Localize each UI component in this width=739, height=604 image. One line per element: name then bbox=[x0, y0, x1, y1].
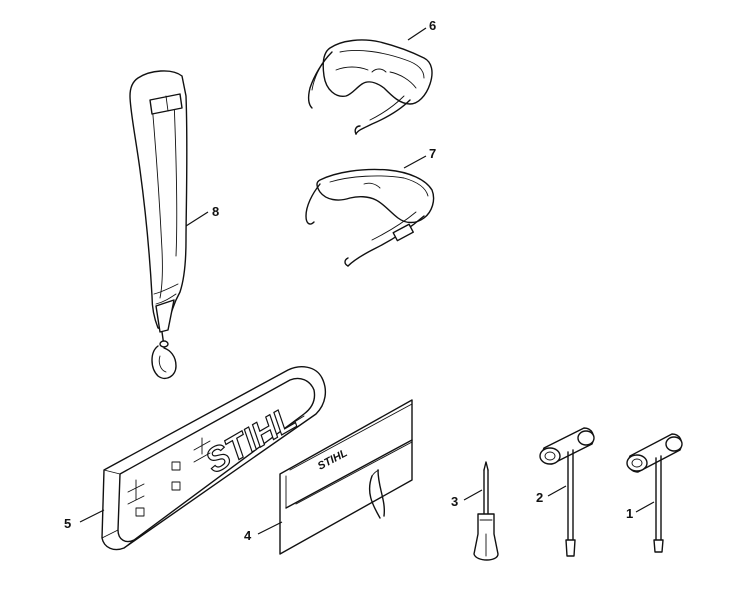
safety-glasses-middle bbox=[305, 168, 435, 267]
callout-1: 1 bbox=[626, 501, 655, 521]
callout-1-label: 1 bbox=[626, 506, 633, 521]
callout-5: 5 bbox=[64, 509, 105, 531]
callout-4-label: 4 bbox=[244, 528, 252, 543]
callout-2: 2 bbox=[536, 485, 567, 505]
callout-7: 7 bbox=[403, 146, 436, 169]
callout-6: 6 bbox=[407, 18, 436, 41]
callout-5-label: 5 bbox=[64, 516, 71, 531]
callout-3: 3 bbox=[451, 489, 483, 509]
callout-8: 8 bbox=[185, 204, 219, 227]
callout-8-label: 8 bbox=[212, 204, 219, 219]
shoulder-strap bbox=[129, 70, 188, 380]
tool-pouch: STIHL bbox=[279, 399, 413, 555]
callout-6-label: 6 bbox=[429, 18, 436, 33]
callout-3-label: 3 bbox=[451, 494, 458, 509]
callout-4: 4 bbox=[244, 521, 283, 543]
callout-2-label: 2 bbox=[536, 490, 543, 505]
combination-wrench-2 bbox=[539, 427, 595, 557]
screwdriver bbox=[473, 461, 499, 561]
safety-glasses-top bbox=[307, 39, 433, 135]
callout-7-label: 7 bbox=[429, 146, 436, 161]
combination-wrench-1 bbox=[626, 433, 683, 553]
